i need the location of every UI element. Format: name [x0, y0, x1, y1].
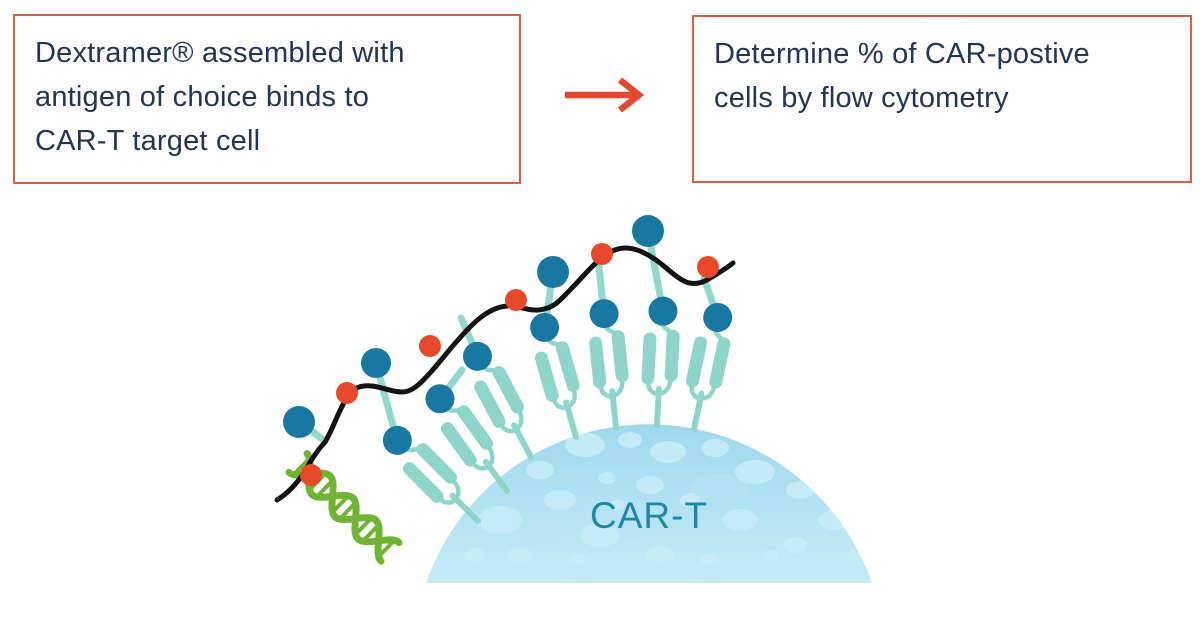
step-box-1-line: Dextramer® assembled with — [35, 37, 405, 69]
antigen-circle — [632, 215, 664, 247]
fluorophore-dots — [300, 243, 719, 486]
fluorophore-dot — [300, 464, 322, 486]
step-box-2-line: cells by flow cytometry — [714, 82, 1009, 114]
car-receptor — [585, 297, 634, 429]
car-receptor — [676, 300, 738, 433]
antigen-circle — [283, 406, 315, 438]
car-t-cell-body: CAR-T — [426, 424, 872, 583]
step-box-2: Determine % of CAR-postive cells by flow… — [692, 15, 1192, 183]
step-box-1-line: CAR-T target cell — [35, 125, 261, 157]
fluorophore-dot — [336, 382, 358, 404]
car-receptor — [455, 335, 547, 465]
arrow-right-icon — [562, 77, 660, 113]
car-receptor — [639, 296, 682, 426]
step-box-2-line: Determine % of CAR-postive — [714, 38, 1090, 70]
step-box-1: Dextramer® assembled with antigen of cho… — [13, 14, 521, 184]
car-receptor — [523, 309, 593, 442]
fluorophore-dot — [419, 335, 441, 357]
antigen-circle — [361, 348, 391, 378]
antigen-circle — [537, 256, 569, 288]
upper-antigens — [283, 215, 664, 438]
fluorophore-dot — [591, 243, 613, 265]
cell-label: CAR-T — [590, 495, 708, 536]
fluorophore-dot — [697, 256, 719, 278]
step-box-1-line: antigen of choice binds to — [35, 81, 370, 113]
fluorophore-dot — [505, 289, 527, 311]
